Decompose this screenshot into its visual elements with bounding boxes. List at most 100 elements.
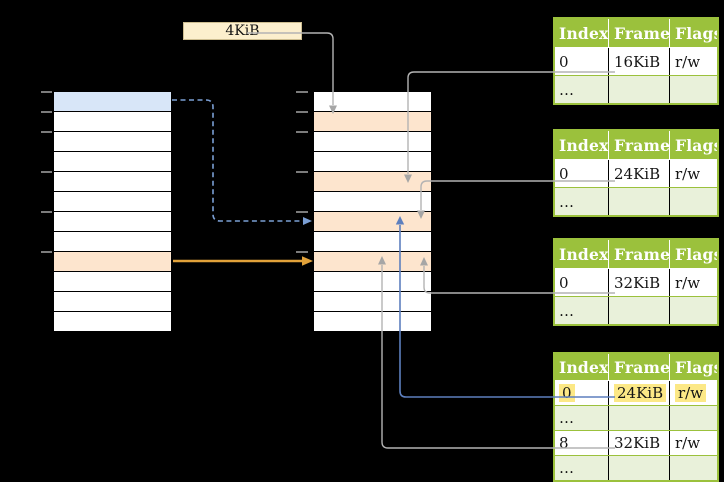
- table-cell: 24KiB: [608, 160, 669, 187]
- column-header-flags: Flags: [669, 131, 717, 159]
- table-cell: [608, 188, 669, 215]
- column-header-frame: Frame: [608, 240, 669, 268]
- table-cell: [669, 188, 717, 215]
- table-row: 0 24KiB r/w: [555, 381, 717, 405]
- virtual-memory-row-4: [54, 172, 171, 192]
- column-header-index: Index: [559, 135, 608, 155]
- virtual-memory-row-0: [54, 92, 171, 112]
- physical-memory-row-2: [314, 132, 431, 152]
- table-cell: 24KiB: [608, 381, 669, 405]
- highlighted-value: 24KiB: [614, 384, 667, 402]
- virtual-memory-row-11: [54, 312, 171, 332]
- address-tick: [41, 171, 52, 173]
- column-header-index: Index: [559, 357, 608, 377]
- table-cell: r/w: [669, 160, 717, 187]
- column-header-index: Index: [559, 23, 608, 43]
- physical-memory-row-3: [314, 152, 431, 172]
- address-tick: [296, 91, 308, 93]
- physical-memory-row-6: [314, 212, 431, 232]
- table-cell: r/w: [669, 48, 717, 75]
- table-cell: [608, 76, 669, 103]
- virtual-memory-row-5: [54, 192, 171, 212]
- table-row: …: [555, 75, 717, 103]
- page-size-label: 4KiB: [225, 23, 260, 39]
- page-table-3: IndexFrameFlags 0 32KiBr/w…: [553, 238, 719, 326]
- page-table-header-row: IndexFrameFlags: [555, 131, 717, 160]
- table-cell: [669, 406, 717, 430]
- table-cell: 32KiB: [608, 431, 669, 455]
- table-cell: [669, 76, 717, 103]
- table-cell: …: [559, 192, 574, 211]
- address-tick: [296, 171, 308, 173]
- column-header-flags: Flags: [669, 240, 717, 268]
- page-size-box: 4KiB: [183, 22, 302, 40]
- column-header-frame: Frame: [608, 354, 669, 380]
- virtual-memory-row-3: [54, 152, 171, 172]
- address-tick: [41, 211, 52, 213]
- page-table-2: IndexFrameFlags 0 24KiBr/w …: [553, 129, 719, 217]
- table-cell: 8: [559, 434, 569, 452]
- arrowhead-virtualpage0-to-frame-24kib: [303, 217, 312, 225]
- physical-memory-row-7: [314, 232, 431, 252]
- table-cell: …: [559, 459, 574, 477]
- table-cell: 0: [559, 164, 569, 183]
- column-header-flags: Flags: [669, 354, 717, 380]
- highlighted-value: 0: [559, 384, 575, 402]
- page-table-header-row: IndexFrameFlags: [555, 240, 717, 269]
- physical-memory-row-1: [314, 112, 431, 132]
- address-tick: [41, 251, 52, 253]
- physical-memory-row-0: [314, 92, 431, 112]
- table-row: …: [555, 405, 717, 430]
- table-cell: …: [559, 80, 574, 99]
- physical-memory-row-11: [314, 312, 431, 332]
- address-tick: [296, 251, 308, 253]
- physical-memory-row-10: [314, 292, 431, 312]
- virtual-memory-row-9: [54, 272, 171, 292]
- physical-memory-row-8: [314, 252, 431, 272]
- virtual-memory-row-2: [54, 132, 171, 152]
- table-cell: [608, 297, 669, 324]
- table-cell: r/w: [669, 381, 717, 405]
- arrowhead-virtualpage8-to-frame-32kib: [302, 256, 313, 266]
- physical-memory-row-9: [314, 272, 431, 292]
- physical-memory-column: [296, 91, 432, 332]
- column-header-flags: Flags: [669, 19, 717, 47]
- table-cell: [608, 406, 669, 430]
- table-cell: 0: [559, 52, 569, 71]
- virtual-memory-row-1: [54, 112, 171, 132]
- virtual-memory-row-6: [54, 212, 171, 232]
- page-table-header-row: IndexFrameFlags: [555, 19, 717, 48]
- physical-memory-row-4: [314, 172, 431, 192]
- address-tick: [296, 211, 308, 213]
- table-cell: …: [559, 409, 574, 427]
- table-cell: [669, 456, 717, 480]
- table-row: …: [555, 455, 717, 480]
- address-tick: [41, 111, 52, 113]
- physical-memory-row-5: [314, 192, 431, 212]
- table-cell: 0: [555, 381, 608, 405]
- table-cell: 16KiB: [608, 48, 669, 75]
- page-table-header-row: IndexFrameFlags: [555, 354, 717, 381]
- page-table-1: IndexFrameFlags 0 16KiBr/w …: [553, 17, 719, 105]
- table-cell: [608, 456, 669, 480]
- virtual-memory-row-10: [54, 292, 171, 312]
- table-cell: r/w: [669, 431, 717, 455]
- table-cell: 32KiB: [608, 269, 669, 296]
- column-header-frame: Frame: [608, 19, 669, 47]
- table-row: …: [555, 296, 717, 324]
- table-row: …: [555, 187, 717, 215]
- page-table-4: IndexFrameFlags024KiBr/w…832KiBr/w…: [553, 352, 719, 482]
- table-cell: 0: [559, 273, 569, 292]
- table-cell: r/w: [669, 269, 717, 296]
- virtual-memory-row-8: [54, 252, 171, 272]
- column-header-index: Index: [559, 244, 608, 264]
- virtual-memory-row-7: [54, 232, 171, 252]
- address-tick: [41, 131, 52, 133]
- table-cell: [669, 297, 717, 324]
- highlighted-value: r/w: [675, 384, 707, 402]
- virtual-memory-column: [41, 91, 172, 332]
